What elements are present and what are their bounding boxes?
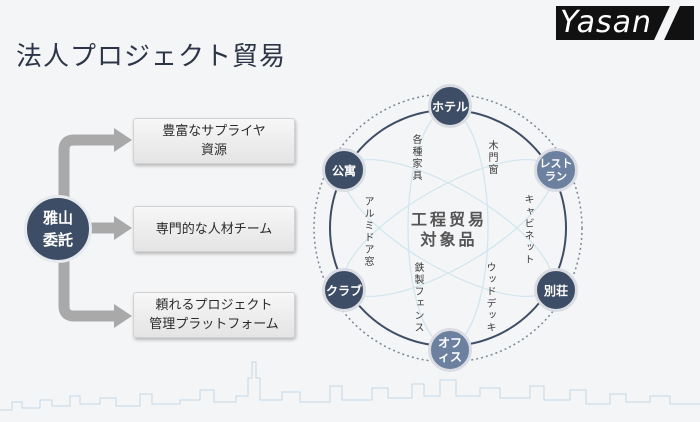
- node-club: クラブ: [322, 268, 366, 312]
- node-apartment: 公寓: [322, 148, 366, 192]
- item-wooden-windows: 木門窗: [486, 140, 497, 176]
- arrowhead-top: [114, 128, 132, 152]
- center-label: 工程贸易 対象品: [410, 210, 487, 249]
- arrow-bottom: [58, 258, 116, 322]
- node-restaurant: レスト ラン: [534, 148, 578, 192]
- card-supplier-resources: 豊富なサプライヤ 資源: [133, 118, 295, 164]
- item-aluminum-door: アルミドア窓: [362, 196, 373, 268]
- card-talent-team: 専門的な人材チーム: [133, 206, 295, 252]
- node-villa: 別荘: [534, 268, 578, 312]
- city-skyline: [0, 361, 700, 411]
- hub-yasan-commission: 雅山 委託: [24, 195, 92, 263]
- item-cabinet: キャビネット: [522, 194, 533, 266]
- node-hotel: ホテル: [428, 84, 472, 128]
- page-title: 法人プロジェクト貿易: [16, 42, 287, 72]
- arrowhead-bottom: [114, 304, 132, 328]
- arrowhead-middle: [114, 216, 132, 240]
- item-furniture: 各種家具: [410, 134, 421, 182]
- item-wood-deck: ウッドデッキ: [484, 262, 495, 334]
- card-pm-platform: 頼れるプロジェクト 管理プラットフォーム: [133, 292, 295, 338]
- node-office: オフ ィス: [428, 328, 472, 372]
- arrow-top: [58, 134, 116, 198]
- item-iron-fence: 鉄製フェンス: [412, 262, 423, 334]
